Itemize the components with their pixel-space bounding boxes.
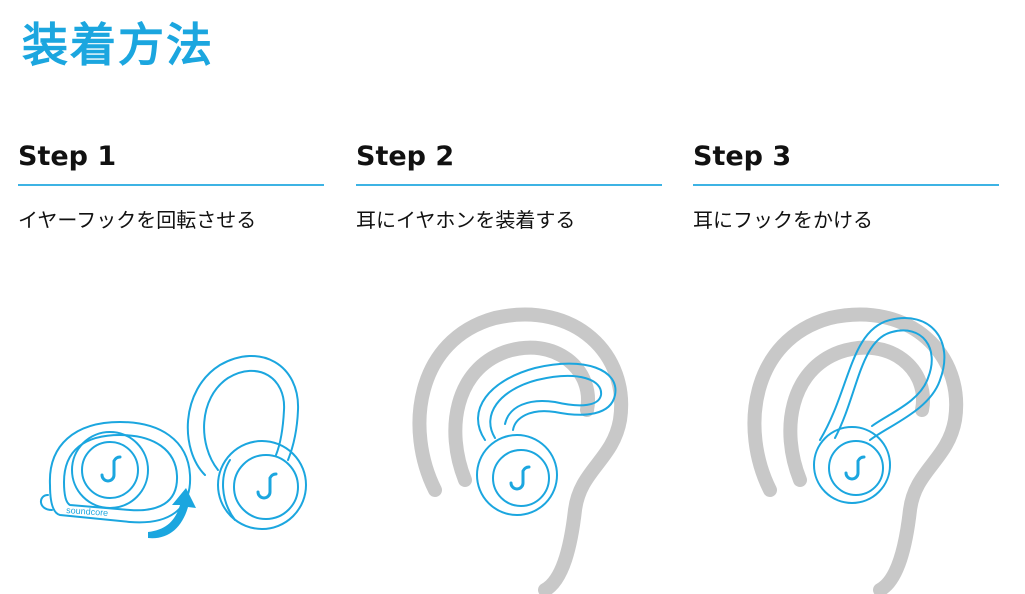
- step-2-illustration: [395, 300, 655, 594]
- hook-upright-inner: [203, 369, 286, 471]
- logo-icon: [509, 465, 531, 491]
- rotate-hook-drawing: soundcore: [40, 355, 307, 539]
- ear-outline: [412, 307, 629, 594]
- hook-upright-outline: [186, 355, 300, 476]
- hook-inner: [489, 374, 603, 439]
- earbud-1-tip: [40, 494, 53, 511]
- rotate-arrow-icon: [148, 488, 196, 539]
- earbud-1-face: [81, 441, 139, 499]
- earbud-1-body: [71, 431, 149, 509]
- step-1: Step 1 イヤーフックを回転させる: [18, 138, 324, 234]
- hook-loop-inner: [63, 434, 179, 512]
- step-2-description: 耳にイヤホンを装着する: [356, 208, 576, 232]
- step-2: Step 2 耳にイヤホンを装着する: [356, 138, 662, 234]
- earbud-body: [813, 426, 891, 504]
- step-1-description: イヤーフックを回転させる: [18, 208, 257, 232]
- ear-inner-curve: [783, 340, 930, 487]
- brand-label: soundcore: [66, 505, 109, 518]
- logo-icon: [844, 455, 866, 481]
- insert-earbud-drawing: [412, 307, 629, 594]
- hook-outline: [477, 362, 617, 441]
- step-2-divider: [356, 184, 662, 186]
- step-3-divider: [693, 184, 999, 186]
- ear-inner-curve: [448, 340, 595, 487]
- earbud-face: [828, 440, 884, 496]
- ear-outline: [747, 307, 964, 594]
- hang-hook-drawing: [747, 307, 964, 594]
- page-title: 装着方法: [22, 18, 214, 72]
- logo-icon: [256, 472, 278, 500]
- hook-inner: [834, 329, 933, 439]
- step-3-description: 耳にフックをかける: [693, 208, 873, 232]
- logo-icon: [100, 455, 122, 483]
- earbud-2-rim: [222, 459, 236, 521]
- hook-loop-outline: [48, 421, 192, 524]
- step-1-heading: Step 1: [18, 141, 117, 172]
- earbud-2-body: [217, 440, 307, 530]
- step-3: Step 3 耳にフックをかける: [693, 138, 999, 234]
- earbud-face: [492, 449, 550, 507]
- step-3-illustration: [740, 300, 1000, 594]
- earbud-body: [476, 434, 558, 516]
- hook-outline: [819, 317, 946, 441]
- step-1-illustration: soundcore: [30, 300, 330, 590]
- step-3-heading: Step 3: [693, 141, 792, 172]
- step-1-divider: [18, 184, 324, 186]
- earbud-2-face: [233, 454, 299, 520]
- step-2-heading: Step 2: [356, 141, 455, 172]
